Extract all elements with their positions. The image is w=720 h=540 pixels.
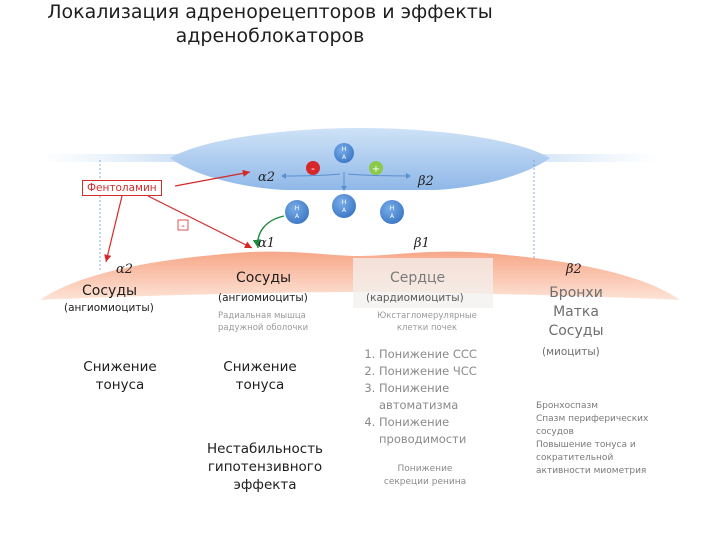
col4-effect-line: сократительной [536, 453, 614, 463]
col3-list-item: Понижение проводимости [379, 414, 522, 448]
col1-effect-line: Снижение [83, 359, 157, 375]
col3-renin: Понижение секреции ренина [370, 463, 480, 489]
minus-sign-left [177, 219, 189, 231]
feedback-arrow-beta2 [347, 172, 411, 179]
col3-list-item: Понижение ССС [379, 346, 522, 363]
col3-faint: Юкстагломерулярные клетки почек [372, 310, 482, 334]
col2-faint-line: Радиальная мышца [218, 311, 306, 321]
vesicle-label: Н [342, 199, 347, 206]
vesicle-label: Н [342, 146, 347, 153]
col3-renin-line: Понижение [397, 464, 453, 474]
col2-head: Сосуды [236, 270, 292, 286]
col4-effect-line: Спазм периферических [536, 414, 649, 424]
col3-head: Сердце [390, 270, 446, 286]
inhibit-arrow-alpha1 [147, 195, 253, 249]
vesicle-center [332, 194, 356, 218]
minus-sign-top [306, 161, 320, 175]
feedback-arrow-alpha2 [281, 172, 341, 179]
col3-renin-line: секреции ренина [383, 477, 467, 487]
diagram-title: Локализация адренорецепторов и эффекты а… [0, 0, 540, 48]
col2-effect-line: Снижение [223, 359, 297, 375]
col3-sub: (кардиомиоциты) [366, 292, 464, 304]
plus-sign-top-label: + [372, 164, 380, 175]
col4-effects: Бронхоспазм Спазм периферических сосудов… [536, 400, 686, 478]
vesicle-label: А [342, 207, 347, 214]
col4-effect-line: сосудов [536, 427, 574, 437]
vesicle-right [380, 200, 404, 224]
inhibit-arrow-alpha2-top [174, 169, 251, 187]
activate-arrow-alpha1 [252, 215, 285, 249]
col2-faint-line: радужной оболочки [218, 323, 309, 333]
vesicle-label: А [342, 154, 347, 161]
vesicle-label: А [295, 213, 300, 220]
col4-head-line: Матка [553, 304, 599, 320]
col3-faint-line: клетки почек [396, 323, 458, 333]
vesicle-top [334, 143, 354, 163]
col1-effect-line: тонуса [95, 377, 145, 393]
drug-phentolamine: Фентоламин [82, 180, 162, 196]
vesicle-label: А [390, 213, 395, 220]
heart-column-shade [353, 258, 493, 308]
vesicle-left [285, 200, 309, 224]
col1-effect: Снижение тонуса [60, 358, 180, 394]
receptor-beta2-top: β2 [418, 174, 434, 189]
col4-head-line: Бронхи [549, 285, 603, 301]
col2-faint: Радиальная мышца радужной оболочки [218, 310, 308, 334]
receptor-beta1: β1 [414, 236, 430, 251]
col2-effect2-line: гипотензивного [207, 459, 323, 475]
vesicle-label: Н [295, 205, 300, 212]
col2-effect2-line: Нестабильность [206, 441, 324, 457]
minus-sign-top-label: - [311, 162, 315, 175]
col2-effect2: Нестабильность гипотензивного эффекта [190, 440, 340, 494]
col2-sub: (ангиомиоциты) [218, 292, 308, 304]
receptor-alpha2-left: α2 [116, 262, 134, 277]
minus-sign-left-label: - [181, 221, 185, 232]
receptor-alpha1: α1 [258, 236, 276, 251]
col3-list-item: Понижение автоматизма [379, 380, 522, 414]
col4-sub: (миоциты) [542, 346, 600, 358]
col3-faint-line: Юкстагломерулярные [377, 311, 477, 321]
title-line-2: адреноблокаторов [175, 25, 365, 47]
col1-sub: (ангиомиоциты) [64, 302, 154, 314]
col4-effect-line: Бронхоспазм [536, 401, 599, 411]
col3-effect-list: Понижение ССС Понижение ЧСС Понижение ав… [362, 346, 522, 448]
presynaptic-terminal [170, 128, 550, 190]
col2-effect: Снижение тонуса [200, 358, 320, 394]
col4-head: Бронхи Матка Сосуды [536, 284, 616, 341]
col1-head: Сосуды [82, 283, 138, 299]
vesicle-label: Н [390, 205, 395, 212]
title-line-1: Локализация адренорецепторов и эффекты [47, 1, 493, 23]
plus-sign-top [369, 161, 383, 175]
receptor-beta2-right: β2 [566, 262, 582, 277]
inhibit-arrow-alpha2-left [104, 195, 123, 263]
col3-list-item: Понижение ЧСС [379, 363, 522, 380]
col4-head-line: Сосуды [548, 323, 604, 339]
col4-effect-line: Повышение тонуса и [536, 440, 636, 450]
col4-effect-line: активности миометрия [536, 466, 647, 476]
receptor-alpha2-top: α2 [258, 170, 276, 185]
col2-effect2-line: эффекта [233, 477, 297, 493]
col2-effect-line: тонуса [235, 377, 285, 393]
